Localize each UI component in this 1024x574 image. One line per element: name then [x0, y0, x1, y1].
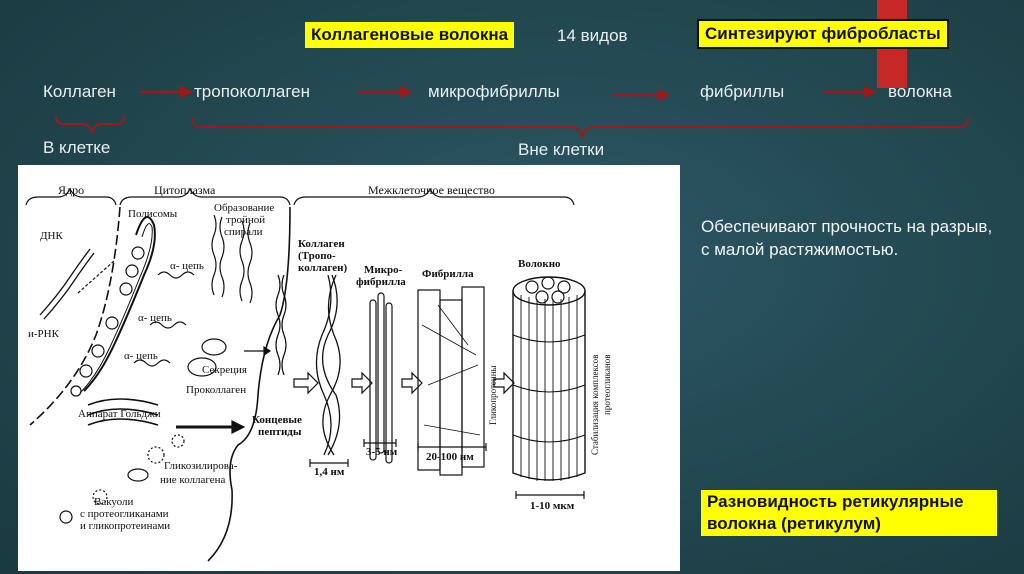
fig-label-triple-helix-3: спирали [224, 226, 263, 238]
fig-label-triple-helix-2: тройной [226, 214, 265, 226]
fig-label-alpha-chain-3: α- цепь [124, 350, 158, 362]
fig-label-dna: ДНК [40, 230, 63, 242]
fig-label-vacuoles-2: с протеогликанами [80, 508, 169, 520]
fig-label-tropocollagen-2: (Тропо- [298, 250, 336, 262]
fig-label-alpha-chain-1: α- цепь [170, 260, 204, 272]
fig-label-triple-helix-1: Образование [214, 202, 274, 214]
fig-label-tropocollagen-3: коллаген) [298, 262, 347, 274]
fig-label-cytoplasm: Цитоплазма [154, 183, 216, 197]
fig-label-vacuoles-3: и гликопротеинами [80, 520, 170, 532]
fig-label-fibril: Фибрилла [422, 268, 474, 280]
fig-label-golgi: Аппарат Гольджи [78, 408, 161, 420]
fig-label-microfibril-1: Микро- [364, 264, 403, 276]
fig-label-microfibril-2: фибрилла [356, 276, 406, 288]
fig-label-polysomes: Полисомы [128, 208, 178, 220]
fig-label-nucleus: Ядро [58, 183, 84, 197]
fig-label-glycoproteins: Гликопротеины [488, 365, 498, 425]
inside-cell-brace [56, 116, 124, 132]
fig-label-alpha-chain-2: α- цепь [138, 312, 172, 324]
fig-label-tropocollagen-1: Коллаген [298, 238, 345, 250]
fig-label-vacuoles-1: Вакуоли [94, 496, 133, 508]
fig-label-stabilization-2: протеогликанов [602, 355, 612, 415]
inside-cell-label: В клетке [43, 138, 110, 158]
fig-label-secretion: Секреция [202, 364, 247, 376]
fig-label-end-peptides-1: Концевые [252, 414, 302, 426]
fig-label-size-1: 1,4 нм [314, 466, 345, 478]
fig-label-stabilization-1: Стабилизация комплексов [590, 355, 600, 455]
fig-label-mrna: и-РНК [28, 328, 60, 340]
outside-cell-brace [192, 118, 968, 138]
fig-label-size-2: 3-5 нм [366, 446, 398, 458]
fig-label-size-3: 20-100 нм [426, 451, 474, 463]
reticular-fibers-note: Разновидность ретикулярные волокна (рети… [701, 490, 997, 536]
collagen-synthesis-figure: Ядро Цитоплазма Межклеточное вещество ДН… [18, 165, 680, 571]
outside-cell-label: Вне клетки [518, 140, 604, 160]
fig-label-fiber: Волокно [518, 258, 561, 270]
dna-helix [40, 249, 90, 315]
fig-label-procollagen: Проколлаген [186, 384, 246, 396]
chain-connectors [0, 0, 1024, 170]
fig-label-glyco-1: Гликозилирова- [164, 460, 238, 472]
fig-label-matrix: Межклеточное вещество [368, 183, 495, 197]
fig-label-size-4: 1-10 мкм [530, 500, 575, 512]
strength-description: Обеспечивают прочность на разрыв, с мало… [701, 215, 1001, 261]
fig-label-end-peptides-2: пептиды [258, 426, 302, 438]
fig-label-glyco-2: ние коллагена [160, 474, 226, 486]
